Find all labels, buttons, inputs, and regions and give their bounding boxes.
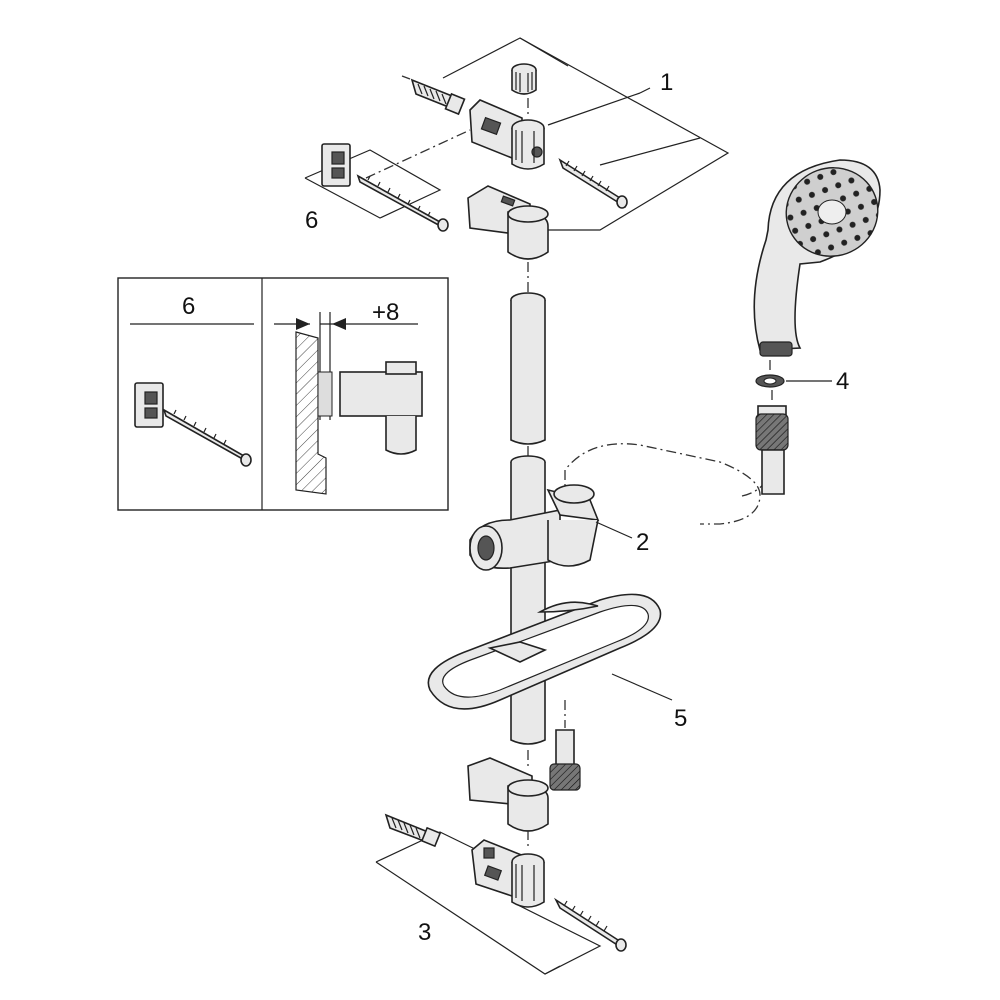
hose-nut-upper <box>755 390 789 495</box>
upper-clamp-body <box>469 99 545 170</box>
part-2-slider: 2 <box>469 443 771 745</box>
hand-shower <box>753 159 881 357</box>
part-5-soap-tray: 5 <box>427 593 687 732</box>
upper-rail-holder <box>467 185 549 260</box>
anchor-plate <box>321 143 351 187</box>
inset-left-label: 6 <box>182 293 195 320</box>
inset-left-panel: 6 <box>130 293 254 467</box>
hose-connector-lower <box>549 700 581 791</box>
callout-2-label: 2 <box>636 529 649 556</box>
rail-rod-upper <box>510 262 546 460</box>
inset-right-panel: +8 <box>274 299 423 495</box>
callout-5-label: 5 <box>674 705 687 732</box>
callout-6-label: 6 <box>305 207 318 234</box>
callout-4-label: 4 <box>836 368 849 395</box>
bracket-cap <box>511 63 537 95</box>
part-1-upper-wall-bracket: 1 <box>401 37 730 260</box>
part-4-washer: 4 <box>755 360 849 395</box>
part-3-lower-wall-bracket: 3 <box>375 750 627 975</box>
screw-upper-right <box>558 158 628 209</box>
axis-line-wall <box>365 129 471 179</box>
callout-1-leader <box>442 37 730 231</box>
screw-upper-left <box>401 75 466 116</box>
callout-1-label: 1 <box>660 69 673 96</box>
part-6-wall-anchor: 6 <box>304 143 449 234</box>
detail-inset: 6 +8 <box>117 277 449 511</box>
inset-right-label: +8 <box>372 299 399 326</box>
callout-3-label: 3 <box>418 919 431 946</box>
